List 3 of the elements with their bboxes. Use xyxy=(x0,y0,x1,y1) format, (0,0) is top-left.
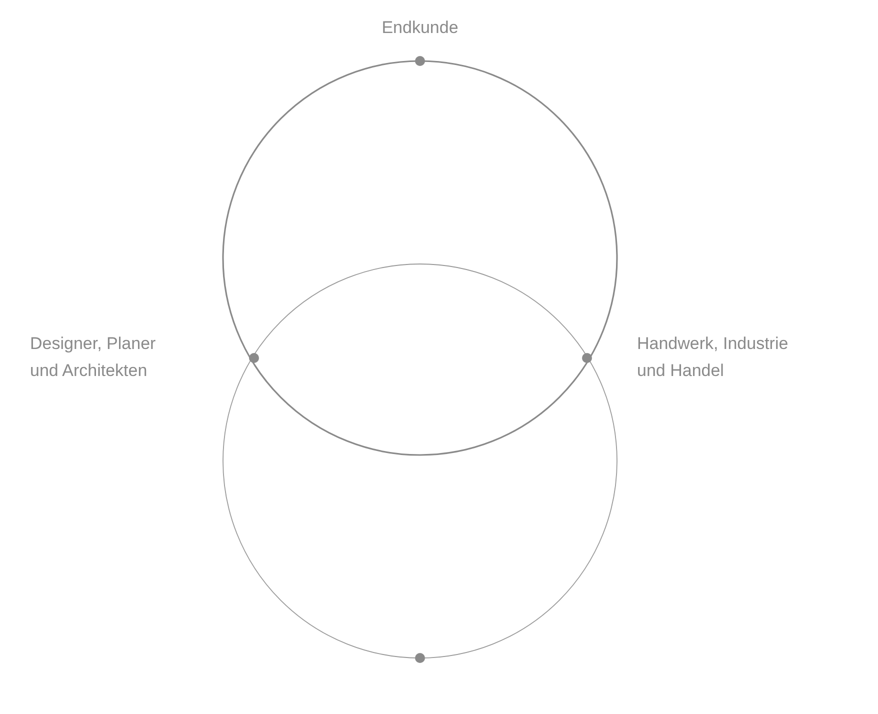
label-text: Handwerk, Industrie und Handel xyxy=(637,333,790,382)
label-text: Designer, Planer und Architekten xyxy=(30,333,157,382)
label-text: Endkunde xyxy=(380,17,460,39)
